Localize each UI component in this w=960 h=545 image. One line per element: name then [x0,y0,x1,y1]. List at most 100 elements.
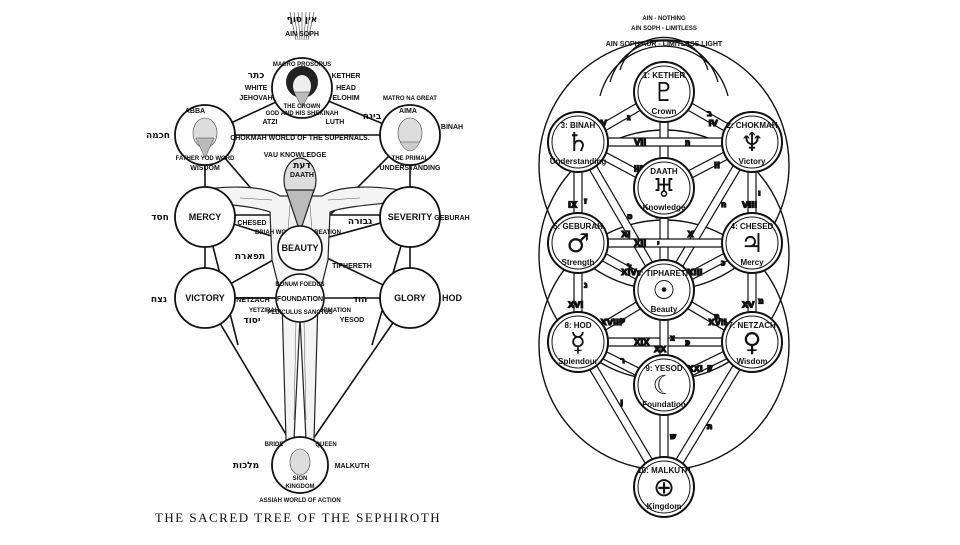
severity-label: SEVERITY [388,212,433,222]
ain-soph-limitless-label: AIN SOPH - LIMITLESS [631,26,697,32]
daath-hebrew: דעת [293,161,310,171]
sephirah-11: 10: MALKUTH⊕Kingdom [633,456,695,518]
kingdom-label: KINGDOM [286,484,315,490]
sephirah-3: 3: BINAH♄Understanding [547,111,609,173]
chokmah-hebrew: חכמה [146,131,170,141]
path-label-16: פ [685,338,690,347]
foundation-arc-label: BONUM FOEDUS [275,282,324,288]
sephirah-8: 7: NETZACH♀Wisdom [721,311,783,373]
sephirah-outer-ring [721,311,783,373]
mercy-circle: MERCY [174,186,236,248]
planet-symbol-icon: ⊕ [653,473,675,503]
path-label-36: XV [742,300,755,309]
sephirah-2: 2: CHOKMAH♆Victory [721,111,783,173]
path-label-40: XIX [634,338,650,347]
sephirah-9: 8: HOD☿Splendour [547,311,609,373]
chesed-hebrew: חסד [151,213,169,223]
sephirah-meaning: Foundation [642,400,686,409]
path-label-17: צ [670,334,675,343]
sephirah-meaning: Knowledge [643,203,686,212]
planet-symbol-icon: ♂ [566,229,589,259]
path-label-33: XII [634,239,646,248]
sephirah-name: DAATH [650,167,678,176]
sephirah-inner-ring [637,161,691,215]
path-label-30: IX [568,201,578,210]
sephirah-outer-ring [633,456,695,518]
ain-soph-aur-label: AIN SOPH AUR - LIMITLESS LIGHT [606,41,723,48]
sephirah-inner-ring [551,115,605,169]
glory-label: GLORY [394,293,426,303]
path-label-9: י [657,239,659,248]
sephirah-4: DAATH♅Knowledge [633,157,695,219]
assiah-world-label: ASSIAH WORLD OF ACTION [259,498,340,504]
geburah-label: GEBURAH [434,215,469,222]
yesod-hebrew: יסוד [243,316,260,326]
sephirah-outer-ring [547,212,609,274]
planet-symbol-icon: ♆ [740,128,763,158]
right-tree-diagram: AIN - NOTHING AIN SOPH - LIMITLESS AIN S… [538,16,790,518]
abba-label: ABBA [185,108,205,115]
head-label: HEAD [336,85,356,92]
primal-arc-label: THE PRIMAL [392,156,429,162]
left-caption: THE SACRED TREE OF THE SEPHIROTH [155,510,441,525]
path-label-7: ח [721,200,727,209]
path-label-19: ר [620,356,625,365]
sephirah-inner-ring [551,315,605,369]
crown-label: THE CROWN [284,104,321,110]
sephirah-name: 3: BINAH [561,121,596,130]
glory-circle: GLORY [379,267,441,329]
planet-symbol-icon: ♀ [742,328,761,358]
sephirah-outer-ring [547,111,609,173]
sion-label: SION [293,476,308,482]
mercy-label: MERCY [189,212,222,222]
atzi-label: ATZI [262,119,277,126]
left-tree-diagram: אין סוף AIN SOPH MACRO PROSOPUS THE CROW… [146,11,470,525]
yesod-label: YESOD [340,317,365,324]
sephirah-outer-ring [721,111,783,173]
victory-label: VICTORY [185,293,225,303]
planet-symbol-icon: ☾ [652,371,675,401]
sephirah-outer-ring [633,259,695,321]
aima-label: AIMA [399,108,417,115]
sephirah-outer-ring [633,61,695,123]
binah-label: BINAH [441,124,463,131]
sephirah-7: 6: TIPHARETH☉Beauty [633,259,695,321]
sephirah-meaning: Beauty [651,305,678,314]
ain-soph-label: AIN SOPH [285,31,319,38]
malkuth-hebrew: מלכות [233,461,259,471]
ain-label: AIN - NOTHING [642,16,686,22]
daath-label: DAATH [290,172,314,179]
shekinah-label: GOD AND HIS SHEKINAH [266,111,339,117]
crown-arc-label: MACRO PROSOPUS [273,62,331,68]
geburah-hebrew: גבורה [348,217,372,227]
sephirah-outer-ring [721,212,783,274]
queen-label: QUEEN [315,442,336,448]
path-label-6: ז [584,197,587,206]
kether-circle [271,57,333,119]
sephirah-inner-ring [725,315,779,369]
sephirah-inner-ring [637,65,691,119]
wisdom-label: WISDOM [190,165,220,172]
planet-symbol-icon: ☿ [570,328,586,358]
path-label-42: XXI [687,365,702,374]
chesed-label: CHESED [237,220,266,227]
path-label-24: III [634,165,643,174]
path-label-23: II [714,161,720,170]
sephirah-name: 10: MALKUTH [637,466,691,475]
path-label-10: כ [721,259,726,268]
sephirah-meaning: Splendour [558,357,598,366]
sephirah-name: 5: GEBURAH [553,222,603,231]
path-label-1: ב [707,109,712,118]
sephirah-inner-ring [725,216,779,270]
path-label-11: ל [627,263,632,272]
sephirah-5: 4: CHESED♃Mercy [721,212,783,274]
path-label-31: X [687,230,694,239]
hod-hebrew: הוד [353,295,368,305]
ain-soph-hebrew: אין סוף [287,15,318,25]
chokmah-circle [174,104,236,166]
tiphereth-hebrew: תפארת [235,252,265,262]
white-label: WHITE [245,85,268,92]
sephirah-outer-ring [633,354,695,416]
sephirah-outer-ring [633,157,695,219]
